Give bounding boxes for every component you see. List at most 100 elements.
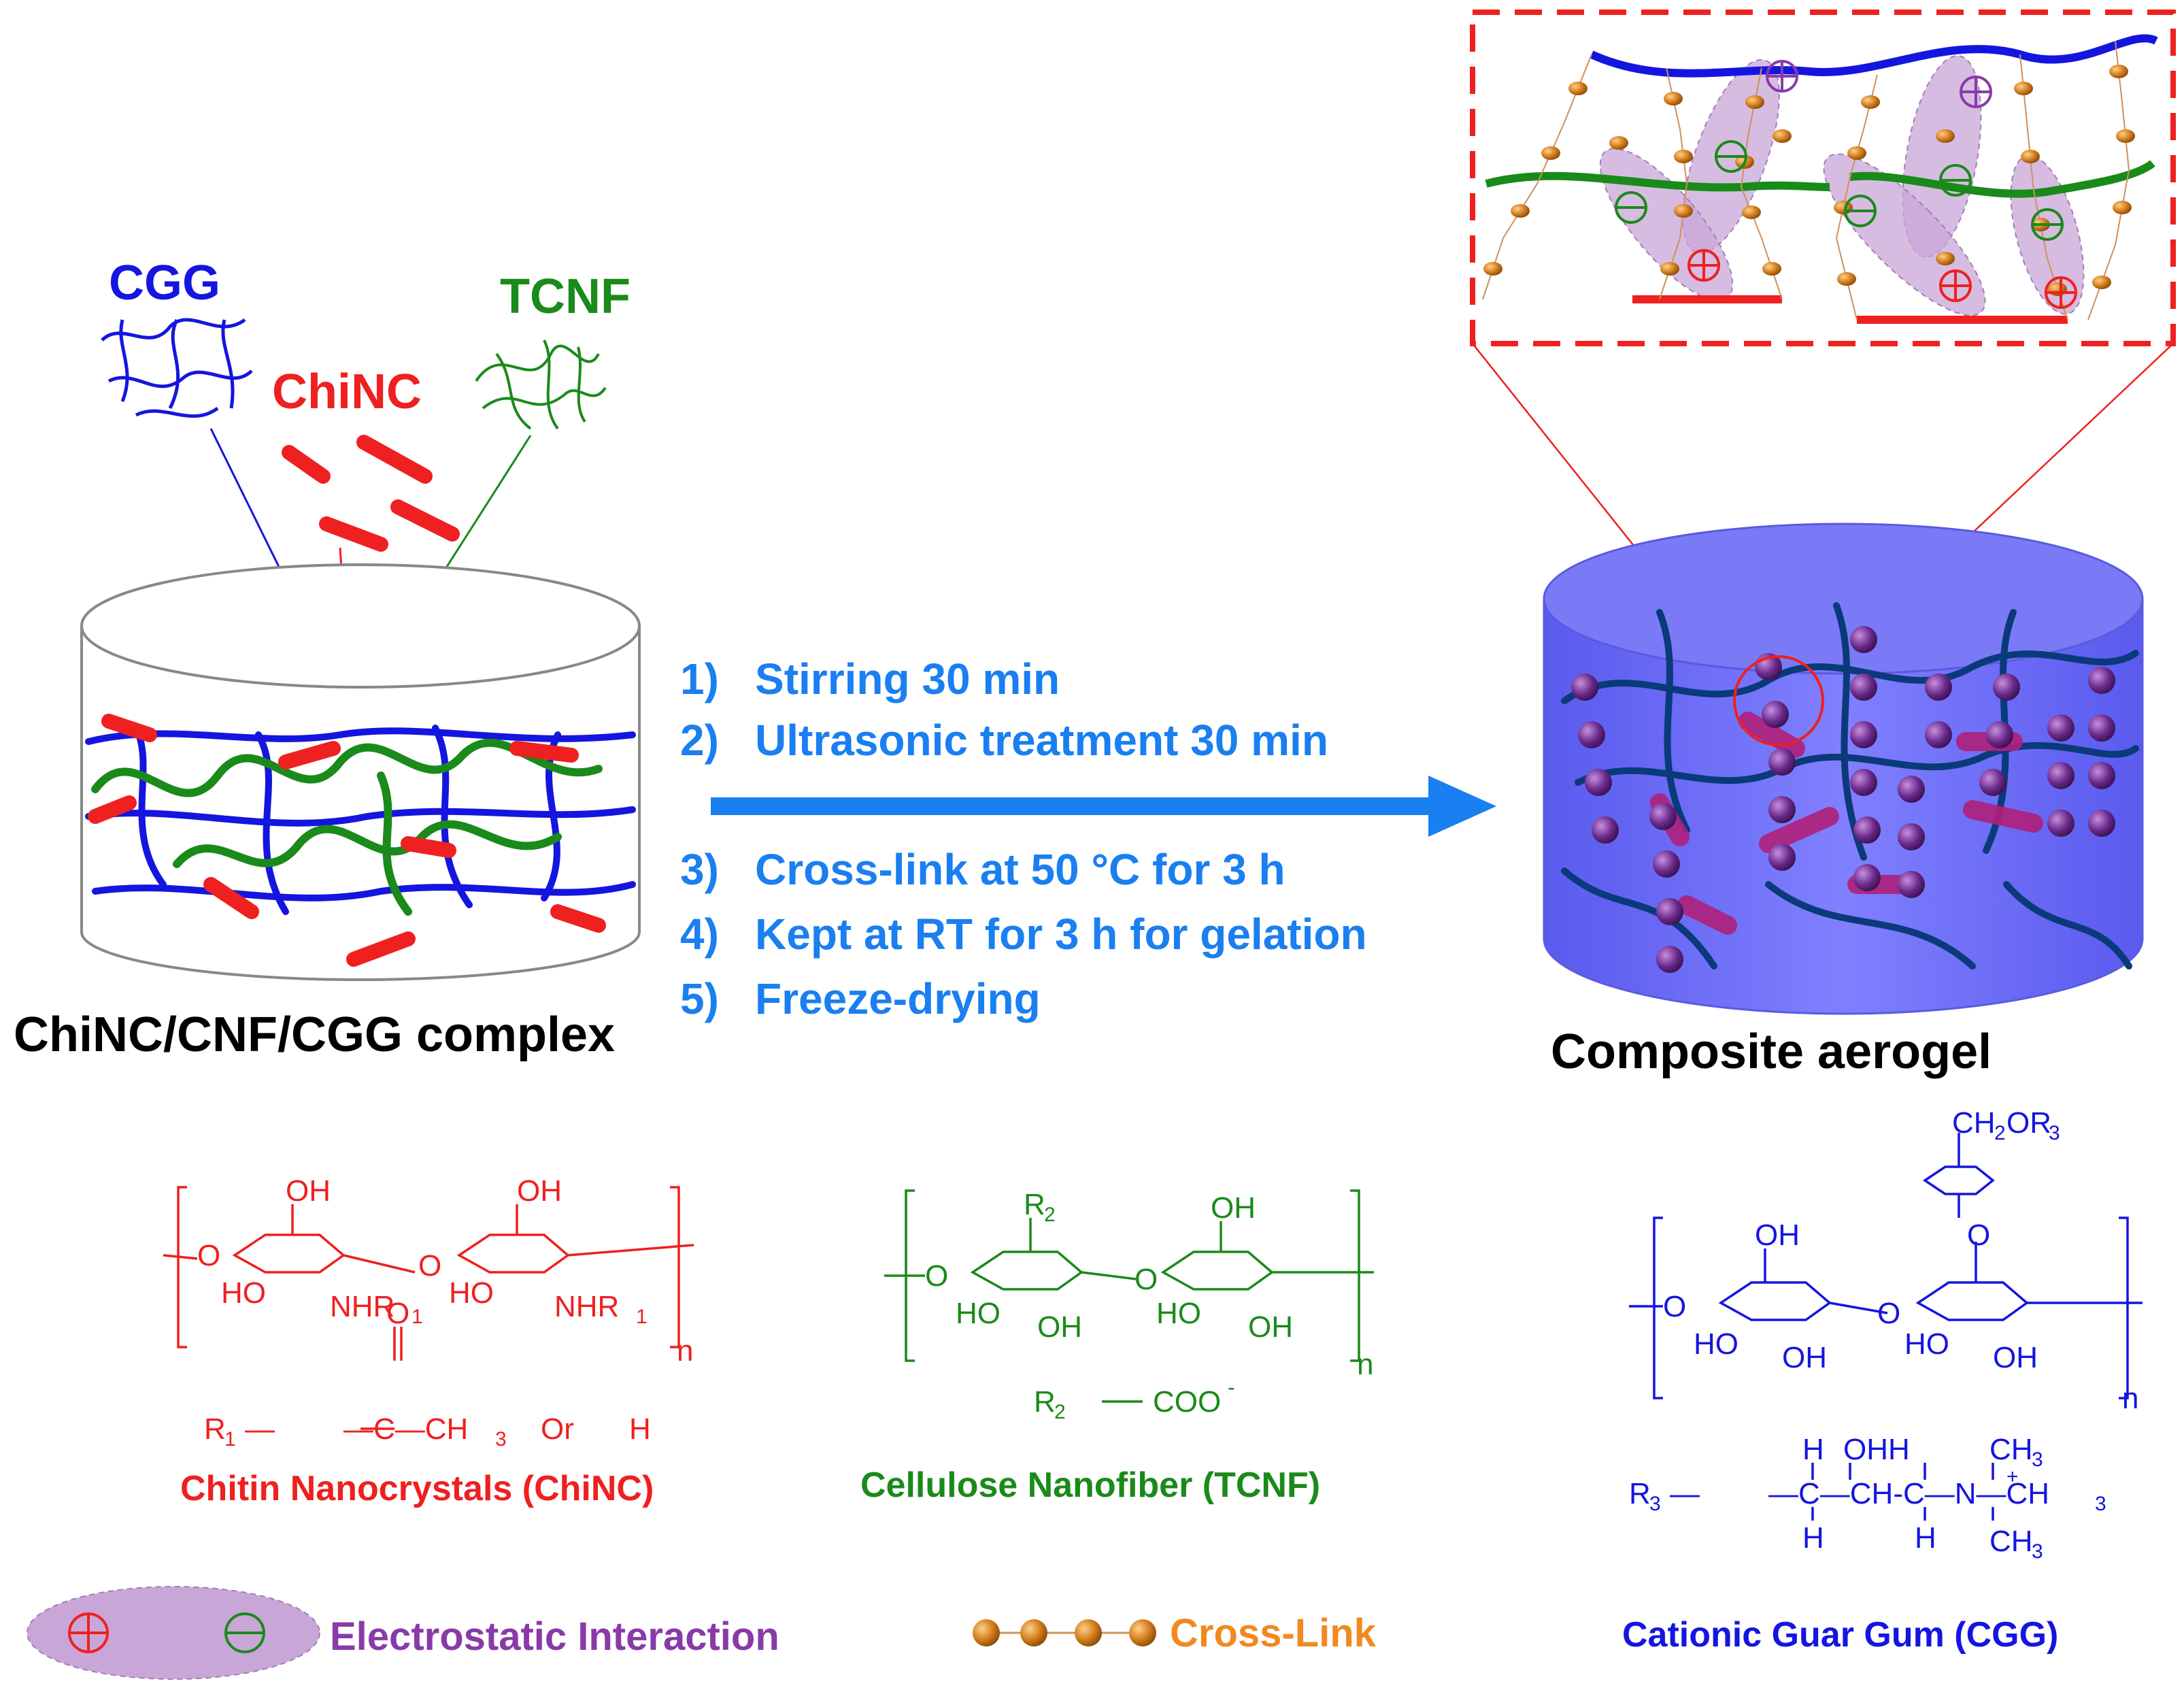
guar-ch2or-mid: OR xyxy=(2006,1106,2051,1140)
step-3-text: Cross-link at 50 °C for 3 h xyxy=(755,845,1286,894)
chitin-acetyl: —C—CH xyxy=(343,1412,468,1446)
chitin-h: H xyxy=(629,1412,651,1446)
legend-crosslink-label: Cross-Link xyxy=(1170,1611,1377,1655)
guar-r3-sub: 3 xyxy=(1649,1493,1661,1515)
cellulose-coo-charge: - xyxy=(1228,1375,1235,1399)
chinc-label: ChiNC xyxy=(272,365,422,419)
cellulose-coo: COO xyxy=(1153,1385,1221,1419)
guar-ch3-bot-sub: 3 xyxy=(2032,1540,2043,1563)
cgg-network-icon xyxy=(101,318,253,418)
legend-electrostatic-icon xyxy=(27,1586,320,1680)
process-arrow xyxy=(711,776,1496,837)
tcnf-fiber-icon xyxy=(475,339,607,430)
cellulose-r2-def-sub: 2 xyxy=(1054,1401,1066,1423)
legend-electrostatic-label: Electrostatic Interaction xyxy=(330,1614,779,1659)
cellulose-o-link: O xyxy=(1135,1263,1158,1296)
chitin-o-link: O xyxy=(418,1249,441,1282)
step-5-num: 5) xyxy=(680,974,719,1023)
cellulose-n: n xyxy=(1357,1348,1373,1381)
cellulose-r2-def: R xyxy=(1034,1385,1056,1419)
legend: Electrostatic Interaction Cross-Link Cat… xyxy=(27,1586,2058,1680)
guar-oh-top: OH xyxy=(1755,1219,1800,1252)
aerogel-zoom-circle xyxy=(1733,655,1824,746)
guar-oh-1: OH xyxy=(1782,1341,1827,1374)
zoom-detail-box xyxy=(1470,10,2176,346)
guar-o-link: O xyxy=(1877,1297,1900,1330)
cellulose-name: Cellulose Nanofiber (TCNF) xyxy=(860,1465,1320,1505)
process-steps: 1) Stirring 30 min 2) Ultrasonic treatme… xyxy=(680,655,1367,1023)
chitin-r1-dash: — xyxy=(245,1412,275,1446)
guar-o-left: O xyxy=(1663,1290,1686,1323)
guar-ch3-top-sub: 3 xyxy=(2032,1448,2043,1471)
zoom-positive-charges xyxy=(1766,60,1992,108)
guar-n: n xyxy=(2122,1382,2138,1415)
chitin-nhr-1-sub: 1 xyxy=(411,1306,423,1328)
guar-h-bot-1: H xyxy=(1802,1521,1824,1555)
chinc-component: ChiNC xyxy=(272,365,460,552)
legend-crosslink-icon xyxy=(973,1619,1156,1646)
complex-beaker xyxy=(80,563,641,981)
guar-ch3-top: CH xyxy=(1989,1433,2033,1466)
chitin-name: Chitin Nanocrystals (ChiNC) xyxy=(180,1469,654,1508)
step-3-num: 3) xyxy=(680,845,719,894)
guar-structure: CH 2 OR 3 O OH O HO OH O HO OH n H OHH C… xyxy=(1629,1106,2143,1563)
guar-r3-dash: — xyxy=(1670,1477,1700,1510)
zoom-red-positive-charges xyxy=(1687,249,2077,309)
guar-h-bot-2: H xyxy=(1915,1521,1936,1555)
zoom-tcnf-chain-left xyxy=(1485,171,1830,192)
chitin-r1-sub: 1 xyxy=(224,1428,236,1451)
step-4-num: 4) xyxy=(680,910,719,959)
cellulose-r2-top-sub: 2 xyxy=(1044,1204,1056,1226)
green-tcnf-chains xyxy=(91,738,603,916)
cellulose-r2-top: R xyxy=(1024,1188,1045,1221)
guar-r3: R xyxy=(1629,1477,1651,1510)
guar-name: Cationic Guar Gum (CGG) xyxy=(1622,1615,2058,1655)
blue-cgg-chains xyxy=(85,725,636,915)
chitin-r1: R xyxy=(204,1412,226,1446)
guar-n-plus: + xyxy=(2006,1465,2019,1488)
chitin-oh-2: OH xyxy=(517,1174,562,1208)
cellulose-ho-1: HO xyxy=(956,1297,1001,1330)
chitin-ho-2: HO xyxy=(449,1276,494,1310)
aerogel-purple-beads xyxy=(1571,626,2115,973)
step-1-text: Stirring 30 min xyxy=(755,655,1060,703)
step-5-text: Freeze-drying xyxy=(755,974,1041,1023)
cellulose-o-left: O xyxy=(925,1259,948,1293)
zoom-tcnf-chain-right xyxy=(1849,160,2155,198)
guar-ch3-bot: CH xyxy=(1989,1525,2033,1558)
guar-ch2or-sub1: 2 xyxy=(1994,1122,2006,1144)
guar-ho-2: HO xyxy=(1904,1327,1949,1361)
cellulose-oh-top: OH xyxy=(1211,1191,1256,1225)
cellulose-structure: R 2 OH O HO OH O HO OH n R 2 COO - Cellu… xyxy=(860,1188,1374,1505)
guar-ho-1: HO xyxy=(1694,1327,1738,1361)
zoom-negative-charges xyxy=(1615,140,2064,241)
chitin-nhr-2-sub: 1 xyxy=(636,1306,648,1328)
tcnf-label: TCNF xyxy=(500,269,631,324)
guar-ch2or: CH xyxy=(1952,1106,1996,1140)
chitin-acetyl-sub: 3 xyxy=(495,1428,507,1451)
zoom-cgg-chain xyxy=(1590,34,2158,78)
chitin-structure: OH OH O HO NHR 1 O HO NHR 1 n O R 1 — —C… xyxy=(163,1174,694,1508)
cgg-component: CGG xyxy=(101,256,253,418)
chitin-carbonyl-o: O xyxy=(386,1297,409,1330)
step-2-num: 2) xyxy=(680,716,719,765)
chitin-nhr-2: NHR xyxy=(554,1290,619,1323)
complex-label: ChiNC/CNF/CGG complex xyxy=(14,1008,615,1062)
cgg-label: CGG xyxy=(109,256,220,310)
guar-chain-sub: 3 xyxy=(2095,1493,2106,1515)
zoom-crosslink-beads xyxy=(1482,40,2135,320)
step-4-text: Kept at RT for 3 h for gelation xyxy=(755,910,1367,959)
red-chinc-rods xyxy=(88,714,606,967)
aerogel-label: Composite aerogel xyxy=(1551,1025,1992,1079)
chitin-ho-1: HO xyxy=(221,1276,266,1310)
cellulose-ho-2: HO xyxy=(1156,1297,1201,1330)
tcnf-component: TCNF xyxy=(475,269,631,430)
chitin-oh-1: OH xyxy=(286,1174,331,1208)
chitin-o-left: O xyxy=(197,1239,220,1272)
chitin-n: n xyxy=(677,1334,693,1368)
guar-ohh: OHH xyxy=(1843,1433,1910,1466)
aerogel-cylinder xyxy=(1543,523,2144,1015)
step-2-text: Ultrasonic treatment 30 min xyxy=(755,716,1328,765)
guar-ch2or-sub2: 3 xyxy=(2049,1122,2060,1144)
